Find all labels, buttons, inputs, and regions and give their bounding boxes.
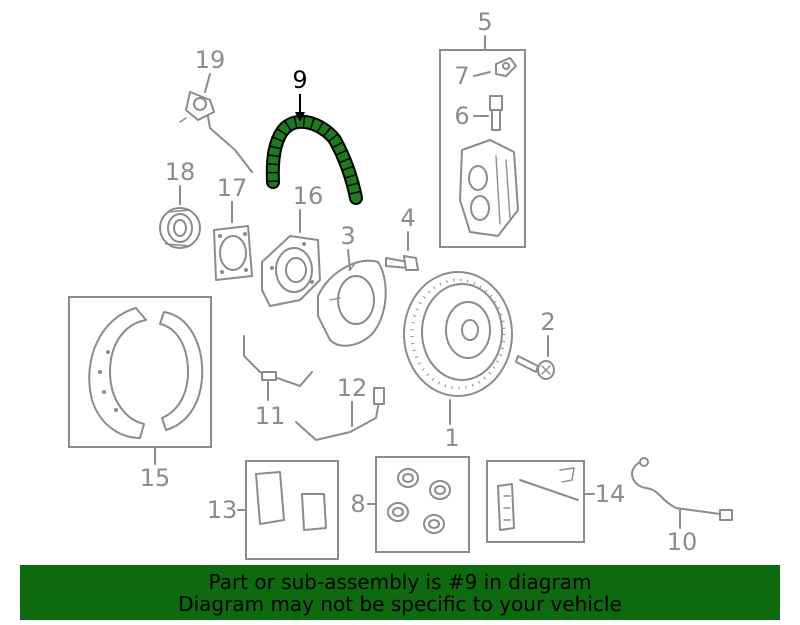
part-7-bleeder-cap[interactable] [495, 57, 517, 77]
callout-2: 2 [540, 308, 555, 336]
callout-5: 5 [477, 8, 492, 36]
info-banner: Part or sub-assembly is #9 in diagram Di… [20, 565, 780, 620]
part-2-screw[interactable] [515, 355, 555, 380]
box-part-5 [439, 49, 526, 248]
leader-3 [347, 249, 351, 271]
callout-6: 6 [454, 102, 469, 130]
leader-7 [473, 71, 491, 77]
part-18-wheel-bearing[interactable] [159, 207, 201, 249]
callout-11: 11 [255, 402, 286, 430]
box-part-14 [486, 460, 585, 543]
callout-8: 8 [350, 490, 365, 518]
callout-16: 16 [293, 182, 324, 210]
part-3-splash-shield[interactable] [317, 259, 387, 347]
callout-1: 1 [444, 424, 459, 452]
leader-19 [204, 73, 211, 93]
part-14-hardware-kit[interactable] [497, 467, 579, 531]
part-19-wear-sensor[interactable] [179, 91, 253, 173]
callout-15: 15 [140, 464, 171, 492]
part-6-bleeder-screw[interactable] [489, 95, 503, 131]
callout-10: 10 [667, 528, 698, 556]
part-4-bolt[interactable] [385, 255, 419, 271]
callout-17: 17 [217, 174, 248, 202]
part-16-hub-carrier[interactable] [261, 235, 321, 307]
arrow-9-icon [295, 112, 305, 122]
part-13-brake-pads[interactable] [255, 471, 327, 531]
callout-4: 4 [400, 204, 415, 232]
box-part-15 [68, 296, 212, 448]
callout-3: 3 [340, 222, 355, 250]
part-12-brake-line[interactable] [295, 387, 385, 442]
banner-line-1: Part or sub-assembly is #9 in diagram [208, 569, 592, 594]
callout-13: 13 [207, 496, 238, 524]
callout-14: 14 [595, 480, 626, 508]
callout-19: 19 [195, 46, 226, 74]
callout-12: 12 [337, 374, 368, 402]
box-part-8 [375, 456, 470, 553]
callout-9: 9 [292, 66, 307, 94]
callout-7: 7 [454, 62, 469, 90]
part-1-brake-rotor[interactable] [403, 271, 513, 397]
brake-caliper[interactable] [459, 139, 519, 237]
part-10-wear-sensor-cable[interactable] [631, 457, 733, 521]
part-17-mounting-plate[interactable] [213, 225, 253, 281]
part-11-brake-line[interactable] [243, 335, 313, 388]
part-15-parking-brake-shoes[interactable] [88, 307, 204, 439]
part-9-brake-hose[interactable] [265, 114, 363, 205]
part-8-seal-kit[interactable] [387, 468, 451, 534]
callout-18: 18 [165, 158, 196, 186]
banner-line-2: Diagram may not be specific to your vehi… [178, 591, 622, 616]
